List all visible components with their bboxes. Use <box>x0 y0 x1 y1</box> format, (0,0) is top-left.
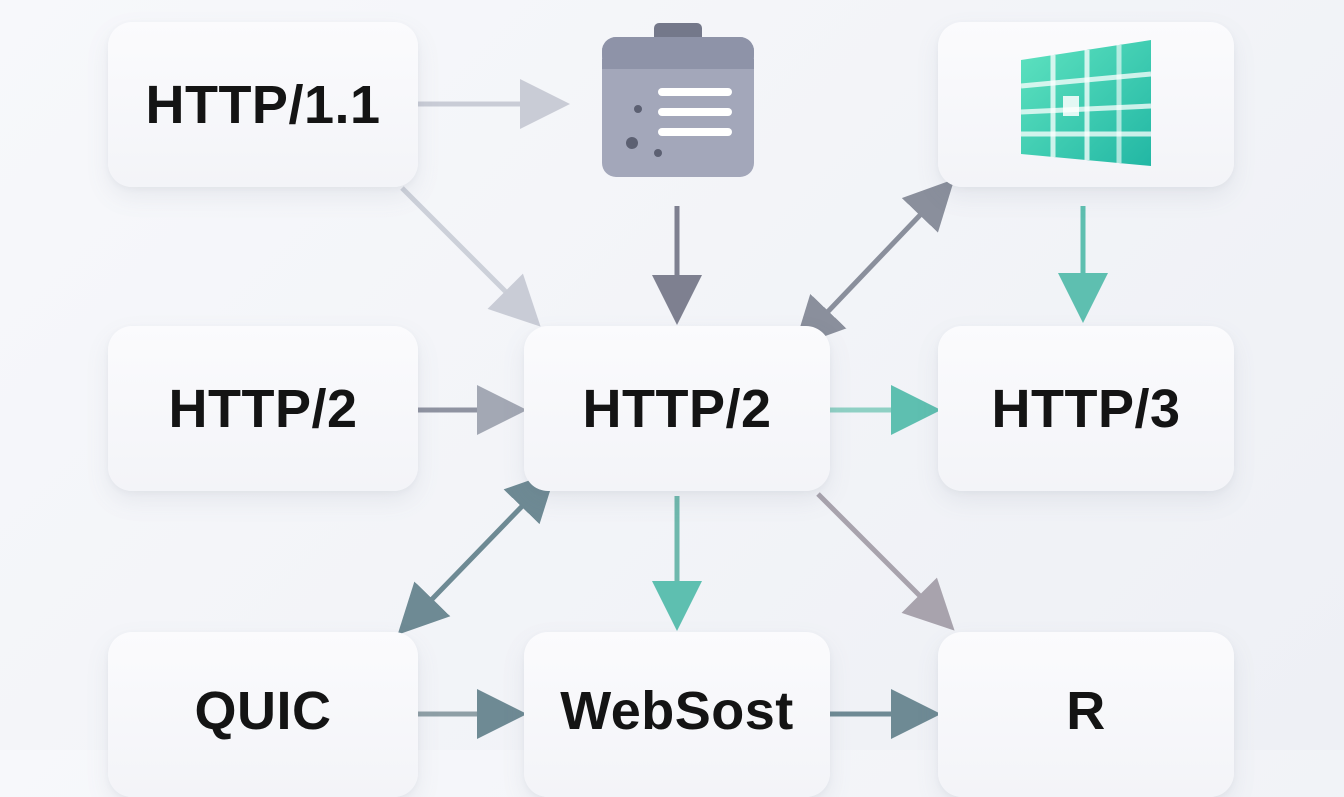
node-websost-label: WebSost <box>560 680 794 741</box>
node-http2-center-label: HTTP/2 <box>582 378 772 439</box>
node-grid <box>938 22 1234 187</box>
node-r: R <box>938 632 1234 797</box>
node-quic: QUIC <box>108 632 418 797</box>
node-http11: HTTP/1.1 <box>108 22 418 187</box>
node-http3-label: HTTP/3 <box>991 378 1181 439</box>
node-websost: WebSost <box>524 632 830 797</box>
node-server <box>525 10 830 195</box>
arrow-http2-center-to-r <box>816 492 955 631</box>
grid-panel-icon <box>1020 39 1152 166</box>
node-http2-left-label: HTTP/2 <box>168 378 358 439</box>
arrow-http11-to-http2-center <box>400 186 541 327</box>
arrow-http2-center-quic-bidirectional <box>397 470 557 635</box>
node-quic-label: QUIC <box>194 680 332 741</box>
node-http3: HTTP/3 <box>938 326 1234 491</box>
node-http2-center: HTTP/2 <box>524 326 830 491</box>
protocol-diagram: HTTP/1.1 <box>108 10 1234 797</box>
arrow-grid-http2-center-bidirectional <box>793 179 955 348</box>
node-http11-label: HTTP/1.1 <box>145 74 381 135</box>
node-http2-left: HTTP/2 <box>108 326 418 491</box>
node-r-label: R <box>1066 680 1106 741</box>
clipboard-server-icon <box>601 22 754 177</box>
